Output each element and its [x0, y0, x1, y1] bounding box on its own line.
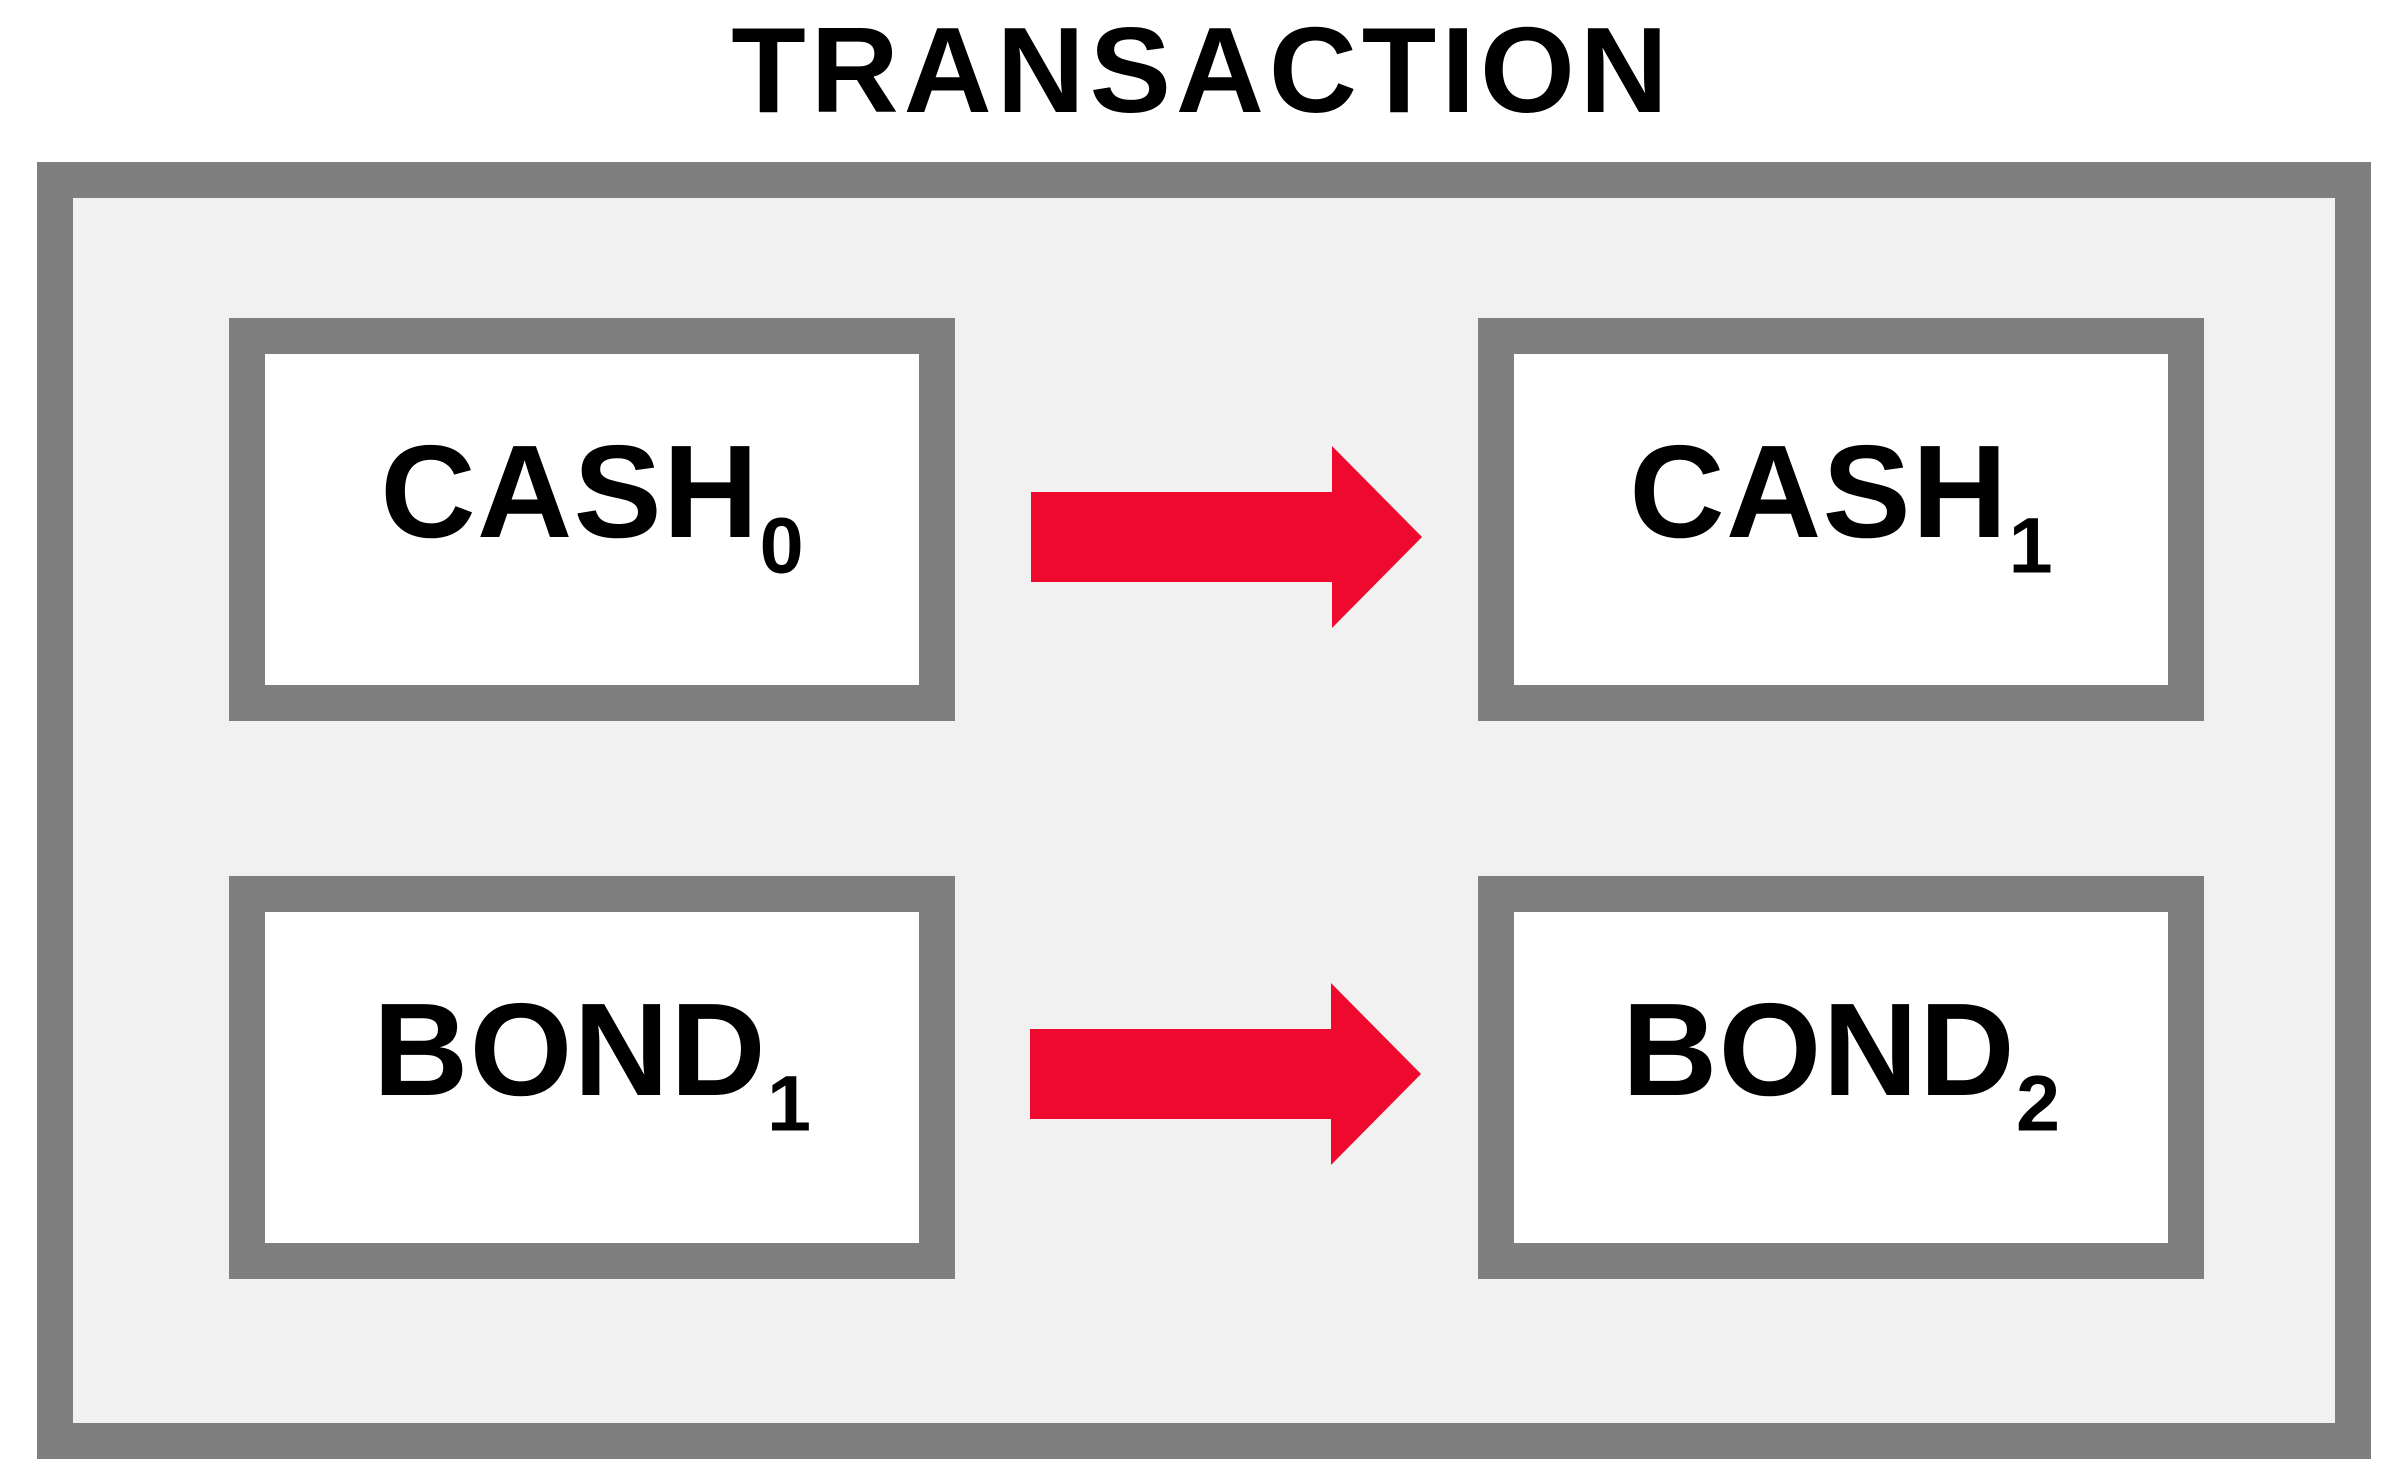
right-arrow-icon: [1030, 983, 1421, 1165]
box-label-subscript: 0: [759, 500, 804, 590]
box-label: CASH1: [1629, 426, 2052, 585]
box-label: BOND1: [373, 984, 811, 1143]
box-bond-2: BOND2: [1478, 876, 2204, 1279]
page-title: TRANSACTION: [731, 2, 1673, 138]
box-cash-1: CASH1: [1478, 318, 2204, 721]
box-label-text: CASH: [1629, 418, 2009, 566]
box-bond-1: BOND1: [229, 876, 955, 1279]
box-label-text: CASH: [380, 418, 760, 566]
box-label-subscript: 2: [2015, 1058, 2060, 1148]
box-cash-0: CASH0: [229, 318, 955, 721]
box-label-subscript: 1: [766, 1058, 811, 1148]
box-label: CASH0: [380, 426, 803, 585]
box-label: BOND2: [1622, 984, 2060, 1143]
box-label-subscript: 1: [2008, 500, 2053, 590]
right-arrow-icon: [1031, 446, 1422, 628]
box-label-text: BOND: [373, 976, 767, 1124]
box-label-text: BOND: [1622, 976, 2016, 1124]
